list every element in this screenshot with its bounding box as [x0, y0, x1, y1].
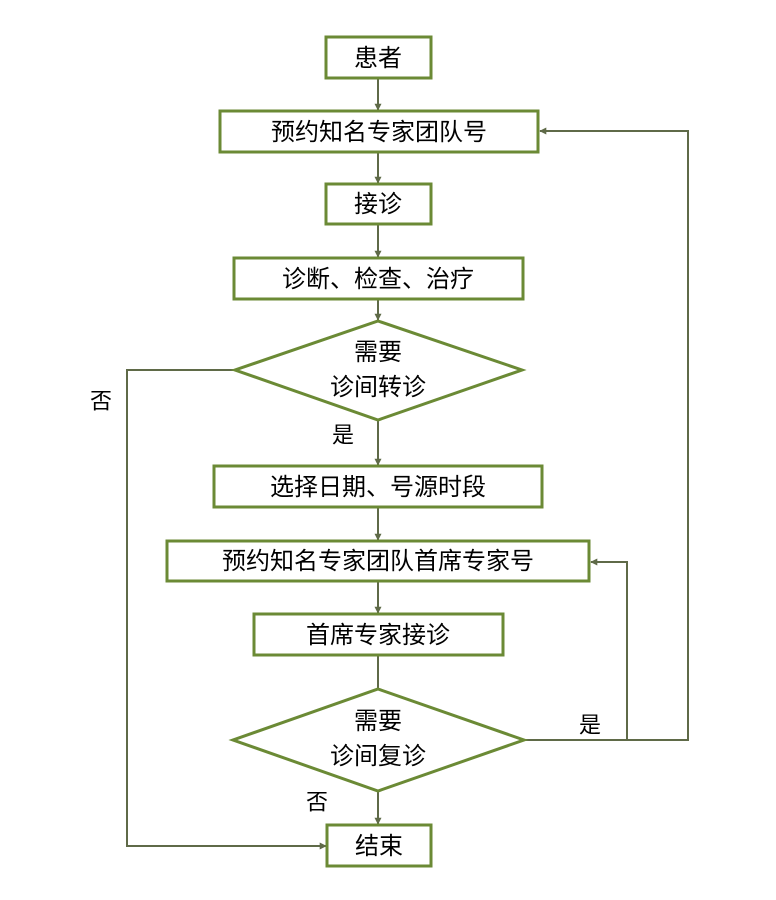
edge-label-revisit-yes: 是 [579, 714, 601, 739]
node-reception-label: 接诊 [354, 190, 402, 218]
node-end-box [325, 823, 433, 868]
edge-label-referral-no: 否 [90, 390, 112, 415]
node-select-time-box [212, 464, 544, 509]
node-end-label: 结束 [355, 832, 403, 860]
node-revisit-decision [228, 687, 529, 793]
edge-label-referral-yes: 是 [332, 424, 354, 449]
node-referral-decision [230, 319, 527, 422]
node-book-chief-box [165, 539, 591, 583]
node-chief-reception-box [252, 612, 505, 657]
edge-revisit-yes-to-book-team [539, 127, 689, 741]
node-revisit-label-line1: 需要 [354, 707, 402, 735]
node-patient-label: 患者 [354, 44, 402, 72]
node-diagnosis-label: 诊断、检查、治疗 [282, 265, 474, 293]
node-book-chief-label: 预约知名专家团队首席专家号 [222, 547, 534, 575]
node-book-team-box [218, 109, 540, 154]
node-referral-label-line2: 诊间转诊 [330, 373, 426, 401]
edge-label-revisit-no: 否 [306, 791, 328, 816]
node-patient-box [324, 35, 433, 80]
node-diagnosis-box [232, 256, 525, 301]
node-chief-reception-label: 首席专家接诊 [306, 621, 450, 649]
node-book-team-label: 预约知名专家团队号 [271, 118, 487, 146]
node-revisit-label-line2: 诊间复诊 [330, 742, 426, 770]
node-reception-box [324, 182, 433, 226]
node-referral-label-line1: 需要 [354, 338, 402, 366]
node-select-time-label: 选择日期、号源时段 [270, 473, 486, 501]
edge-revisit-yes-to-book-chief [524, 558, 628, 741]
edge-referral-no-to-end [126, 369, 327, 850]
